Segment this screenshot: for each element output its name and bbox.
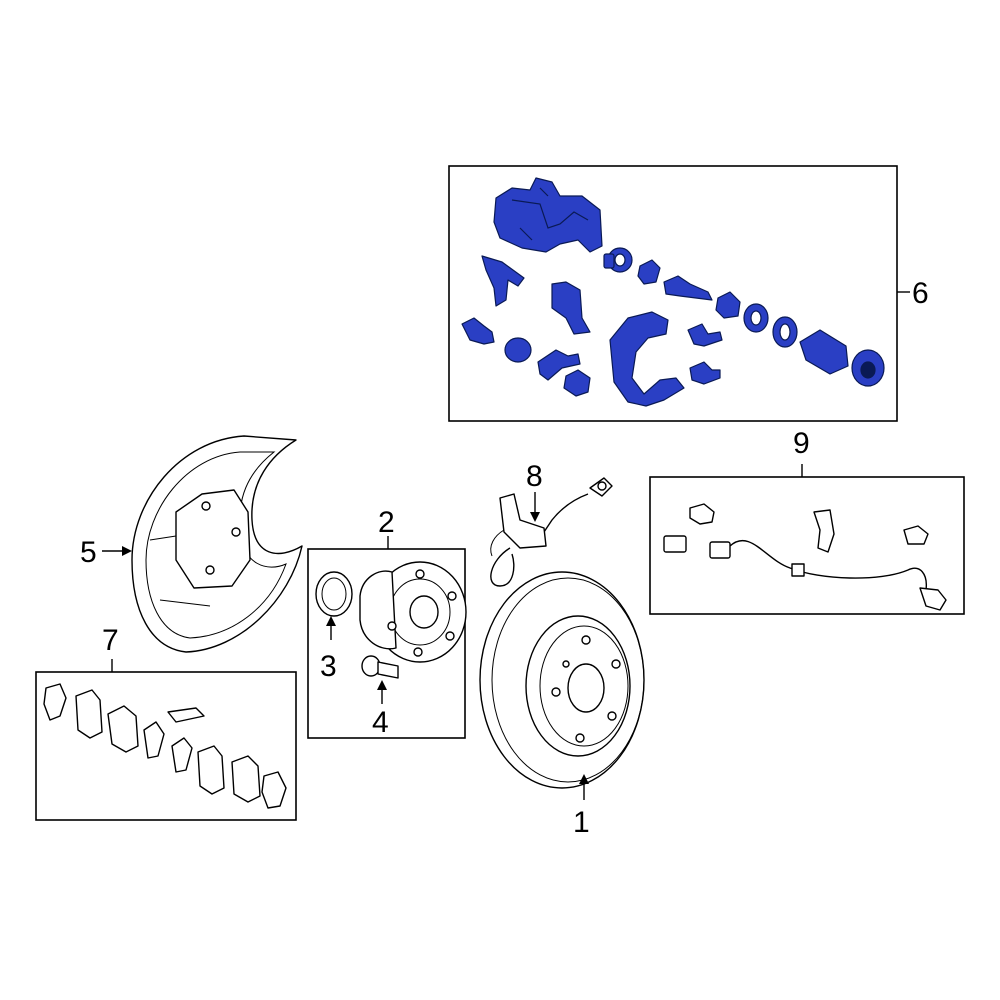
pad-shim-shape	[481, 255, 525, 307]
hose-bracket	[499, 493, 547, 549]
splash-shield-group[interactable]: 5	[80, 435, 303, 653]
hub-bearing-body	[359, 570, 397, 650]
pad-shim-2	[167, 707, 205, 723]
shield-rib	[149, 535, 211, 607]
rotor-pilot-hole	[562, 660, 570, 668]
sensor-wire	[729, 539, 927, 591]
arrow-3	[326, 616, 336, 626]
hose-banjo-eye	[597, 481, 607, 491]
pad-outer-2	[231, 755, 261, 803]
brake-rotor-group[interactable]: 1	[479, 571, 645, 839]
rotor-lug-hole-2	[611, 659, 621, 669]
pad-clip-1	[43, 683, 67, 721]
callout-1: 1	[573, 806, 590, 839]
abs-sensor-icon	[663, 503, 947, 611]
sensor-grommet	[791, 563, 805, 577]
piston-end-inner	[860, 361, 876, 379]
piston-shape	[799, 329, 849, 375]
pad-outer	[107, 705, 139, 753]
shield-bolt-hole-2	[231, 527, 241, 537]
lever-shape	[537, 349, 581, 381]
piston-ring-inner	[750, 310, 762, 326]
rotor-outer-edge	[491, 577, 645, 783]
rotor-center-bore	[567, 663, 605, 713]
washer-shape	[504, 337, 532, 363]
hub-stud-hole-5	[387, 621, 397, 631]
sensor-head	[919, 587, 947, 611]
pad-inner	[75, 689, 103, 739]
pad-clip-2	[261, 771, 287, 809]
hub-stud-hole-4	[413, 647, 423, 657]
arrow-5	[122, 546, 132, 556]
sensor-connector	[709, 541, 731, 559]
brake-pad-set-icon	[43, 683, 287, 809]
callout-8: 8	[526, 460, 543, 493]
shield-mount-plate	[175, 489, 251, 589]
stud-shaft	[377, 661, 399, 679]
boot-shape	[637, 259, 661, 285]
hub-bearing-group[interactable]: 2 3 4	[307, 506, 467, 739]
callout-9: 9	[793, 427, 810, 460]
pad-inner-2	[197, 745, 225, 795]
abs-sensor-group[interactable]: 9	[649, 427, 965, 615]
caliper-bracket-shape	[609, 311, 685, 407]
callout-5: 5	[80, 536, 97, 569]
snap-ring-outer	[315, 571, 353, 617]
shield-bolt-hole-1	[201, 501, 211, 511]
snap-ring-icon	[315, 571, 353, 617]
hose-line	[539, 493, 589, 539]
abs-sensor-box	[649, 476, 965, 615]
caliper-assembly-icon	[461, 177, 885, 407]
snap-ring-inner	[321, 577, 347, 611]
caliper-assembly-group[interactable]: 6	[448, 165, 929, 422]
pad-shim-3	[171, 737, 193, 773]
arrow-4	[377, 680, 387, 690]
brake-pad-group[interactable]: 7	[35, 624, 297, 821]
spring-clip-shape	[563, 369, 591, 397]
pad-retainer-shape	[551, 281, 591, 335]
piston-seal-inner	[614, 253, 626, 267]
caliper-body-shape	[493, 177, 603, 253]
callout-2: 2	[378, 506, 395, 539]
pad-shim-1	[143, 721, 165, 759]
splash-shield-icon	[131, 435, 303, 653]
brake-hose-group[interactable]: 8	[490, 460, 613, 587]
callout-7: 7	[102, 624, 119, 657]
bolt-left-shape	[461, 317, 495, 345]
sensor-clip-a	[689, 503, 715, 525]
dust-seal-inner	[779, 323, 791, 341]
bleeder-shape	[603, 253, 615, 269]
hub-center	[409, 595, 439, 629]
hub-stud-hole-1	[415, 569, 425, 579]
hub-stud-hole-2	[447, 591, 457, 601]
rotor-lug-hole-3	[607, 711, 617, 721]
sensor-bracket	[813, 509, 835, 553]
rotor-lug-hole-1	[581, 635, 591, 645]
hose-tube-lower	[490, 529, 505, 557]
shield-bolt-hole-3	[205, 565, 215, 575]
clip-upper-shape	[687, 323, 723, 347]
pin-boot-shape	[715, 291, 741, 319]
hub-bearing-icon	[359, 561, 467, 663]
arrow-1	[579, 774, 589, 784]
callout-4: 4	[372, 706, 389, 739]
arrow-8	[530, 512, 540, 522]
callout-6: 6	[912, 277, 929, 310]
hub-stud-hole-3	[445, 631, 455, 641]
sensor-clip-b	[903, 525, 929, 545]
rotor-lug-hole-4	[575, 733, 585, 743]
brake-hose-icon	[490, 477, 613, 587]
hose-loop	[490, 547, 515, 587]
rotor-hat-inner	[539, 625, 629, 747]
brake-rotor-icon	[479, 571, 645, 789]
guide-pin-shape	[663, 275, 713, 301]
clip-lower-shape	[689, 361, 721, 385]
caliper-body-detail	[511, 187, 589, 241]
wheel-stud-icon	[361, 655, 399, 679]
callout-3: 3	[320, 650, 337, 683]
sensor-plug	[663, 535, 687, 553]
shield-inner	[145, 451, 287, 639]
rotor-lug-hole-5	[551, 687, 561, 697]
